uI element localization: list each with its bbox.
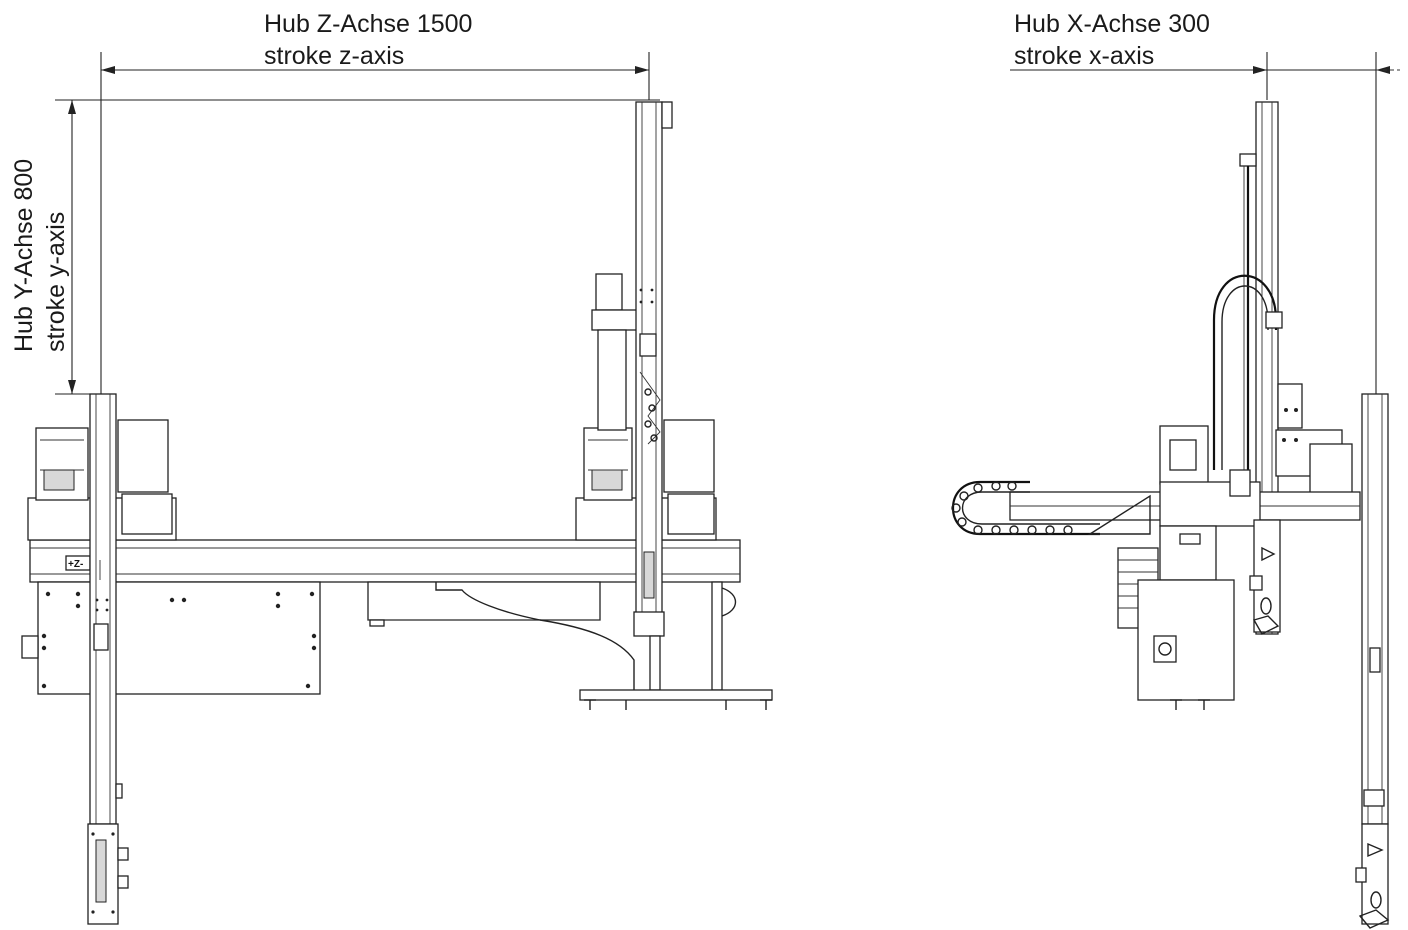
- x-dimension-line: [1010, 52, 1400, 395]
- y-axis-label-en: stroke y-axis: [42, 212, 70, 352]
- base-plate: [579, 689, 773, 701]
- front-view: +Z-: [21, 101, 773, 925]
- z-dimension-line: [100, 52, 650, 395]
- x-axis-label-en: stroke x-axis: [1014, 42, 1154, 70]
- y-dimension-line: [55, 99, 660, 395]
- z-axis-tag: +Z-: [68, 559, 83, 570]
- side-control-cabinet: [1137, 579, 1235, 701]
- z-axis-beam: [29, 539, 741, 583]
- y-axis-column-side: [1361, 393, 1389, 825]
- z-axis-label-en: stroke z-axis: [264, 42, 404, 70]
- side-view: [951, 101, 1390, 929]
- y-axis-column-right: [635, 101, 663, 633]
- x-axis-label-de: Hub X-Achse 300: [1014, 10, 1210, 38]
- y-axis-label-de: Hub Y-Achse 800: [10, 159, 38, 352]
- control-cabinet: [37, 581, 321, 695]
- y-axis-column-left: [89, 393, 117, 825]
- z-axis-label-de: Hub Z-Achse 1500: [264, 10, 472, 38]
